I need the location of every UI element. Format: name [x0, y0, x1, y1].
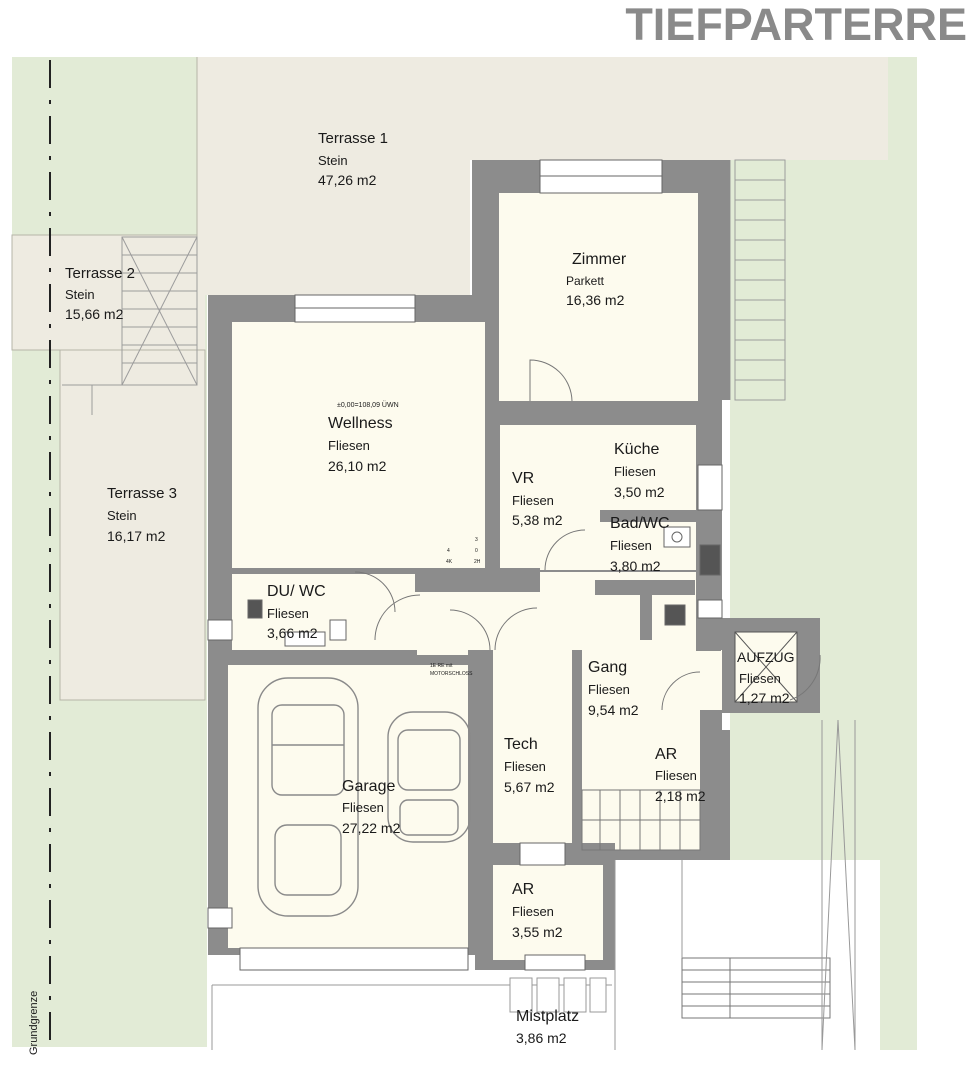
- sanitary-fixtures: [247, 526, 721, 647]
- terrasse3-material: Stein: [107, 508, 137, 523]
- terrasse1-material: Stein: [318, 153, 348, 168]
- terrasse3-name: Terrasse 3: [107, 485, 177, 502]
- tech-area: 5,67 m2: [504, 779, 555, 795]
- tech-material: Fliesen: [504, 759, 546, 774]
- wellness-note: ±0,00=108,09 ÜWN: [337, 401, 399, 409]
- garage-door: [239, 947, 469, 971]
- terrasse2-material: Stein: [65, 287, 95, 302]
- elevator-shaft: [722, 618, 821, 713]
- zimmer-name: Zimmer: [572, 251, 627, 268]
- ar2-name: AR: [512, 881, 534, 898]
- stair-mark-2: 4K: [446, 559, 453, 565]
- windows: [207, 159, 723, 971]
- wellness-area: 26,10 m2: [328, 458, 387, 474]
- stair-mark-3: 3: [475, 537, 478, 543]
- garage-name: Garage: [342, 778, 395, 795]
- side-stair: [734, 159, 786, 401]
- aufzug-material: Fliesen: [739, 671, 781, 686]
- kueche-material: Fliesen: [614, 464, 656, 479]
- wellness-name: Wellness: [328, 415, 393, 432]
- terrasse2-name: Terrasse 2: [65, 265, 135, 282]
- kueche-area: 3,50 m2: [614, 484, 665, 500]
- garage-cars: [257, 677, 471, 917]
- mistplatz-name: Mistplatz: [516, 1008, 579, 1025]
- badwc-name: Bad/WC: [610, 515, 670, 532]
- ar2-material: Fliesen: [512, 904, 554, 919]
- gang-name: Gang: [588, 659, 627, 676]
- lower-stair: [681, 957, 831, 1019]
- duwc-material: Fliesen: [267, 606, 309, 621]
- stair-mark-4: 0: [475, 548, 478, 554]
- door-note-2: MOTORSCHLOSS: [430, 671, 473, 677]
- room-labels: Terrasse 1 Stein 47,26 m2 Terrasse 2 Ste…: [65, 130, 795, 1046]
- gang-area: 9,54 m2: [588, 702, 639, 718]
- garage-material: Fliesen: [342, 800, 384, 815]
- interior-stair: [581, 789, 701, 851]
- terrasse3-area: 16,17 m2: [107, 528, 166, 544]
- zimmer-material: Parkett: [566, 274, 605, 288]
- vr-name: VR: [512, 470, 534, 487]
- small-annotations: 1E RE mit MOTORSCHLOSS 4 4K 3 0 2H: [430, 537, 481, 677]
- vr-material: Fliesen: [512, 493, 554, 508]
- page-title: TIEFPARTERRE: [625, 0, 967, 50]
- terrace-stair: [62, 236, 198, 415]
- stair-mark-1: 4: [447, 548, 450, 554]
- duwc-area: 3,66 m2: [267, 625, 318, 641]
- terrasse1-name: Terrasse 1: [318, 130, 388, 147]
- aufzug-name: AUFZUG: [737, 649, 795, 665]
- kueche-name: Küche: [614, 441, 659, 458]
- wellness-material: Fliesen: [328, 438, 370, 453]
- door-swings: [354, 359, 701, 711]
- mistplatz-area: 3,86 m2: [516, 1030, 567, 1046]
- ar1-material: Fliesen: [655, 768, 697, 783]
- waste-bins: [509, 977, 607, 1013]
- door-note-1: 1E RE mit: [430, 663, 453, 669]
- aufzug-area: 1,27 m2: [739, 690, 790, 706]
- zimmer-area: 16,36 m2: [566, 292, 625, 308]
- vr-area: 5,38 m2: [512, 512, 563, 528]
- badwc-area: 3,80 m2: [610, 558, 661, 574]
- ar2-area: 3,55 m2: [512, 924, 563, 940]
- terrasse1-area: 47,26 m2: [318, 172, 377, 188]
- garage-area: 27,22 m2: [342, 820, 401, 836]
- badwc-material: Fliesen: [610, 538, 652, 553]
- ar1-area: 2,18 m2: [655, 788, 706, 804]
- gang-material: Fliesen: [588, 682, 630, 697]
- interior-walls: [232, 193, 722, 970]
- grundgrenze-label: Grundgrenze: [28, 991, 40, 1055]
- terrasse2-area: 15,66 m2: [65, 306, 124, 322]
- duwc-name: DU/ WC: [267, 583, 326, 600]
- stair-mark-5: 2H: [474, 559, 481, 565]
- ar1-name: AR: [655, 746, 677, 763]
- tech-name: Tech: [504, 736, 538, 753]
